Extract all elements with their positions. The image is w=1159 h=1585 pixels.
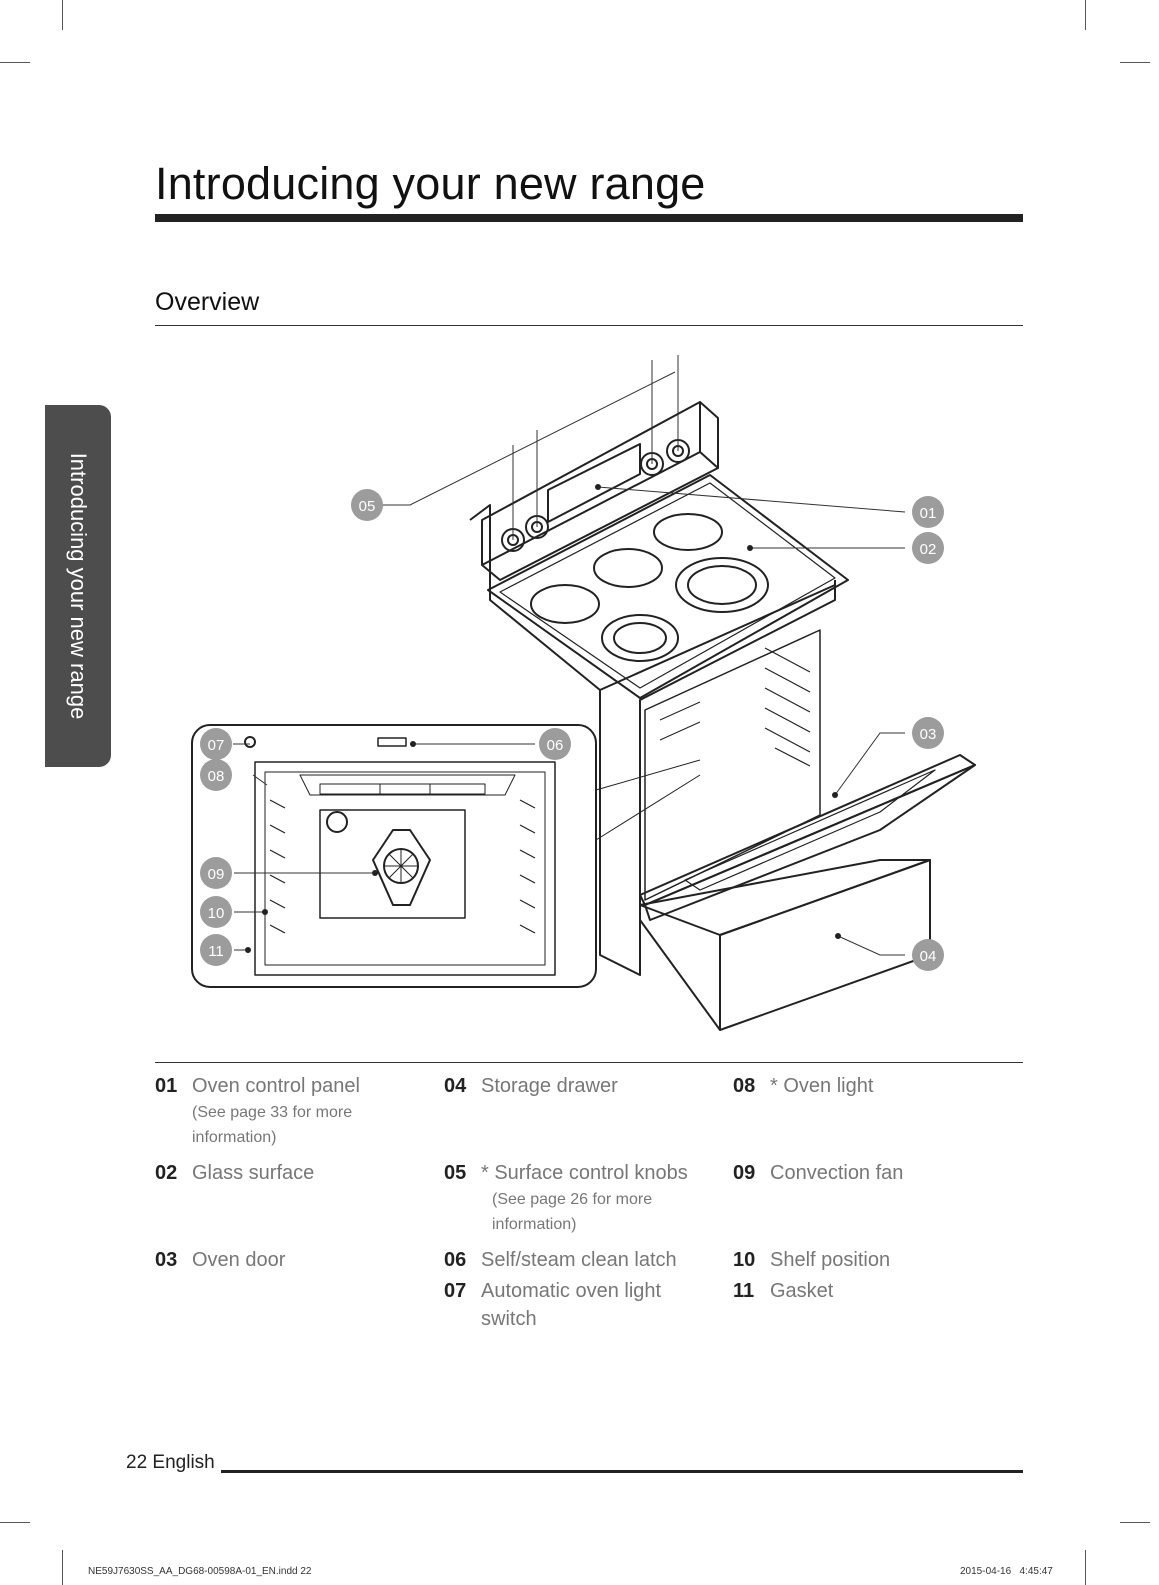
convection-fan-cover [372,829,431,906]
control-display [547,443,641,523]
callout-10-label: 10 [208,905,225,922]
callout-05: 05 [351,489,383,521]
callout-09-label: 09 [208,866,225,883]
legend-label: Glass surface [192,1162,315,1184]
legend-label: * Surface control knobs [481,1162,688,1184]
crop-mark [62,1550,63,1585]
callout-07: 07 [200,728,232,760]
legend-label: Automatic oven light switch [481,1280,662,1330]
crop-mark [0,62,30,63]
oven-interior-inset [191,724,597,988]
callout-11: 11 [200,934,232,966]
clean-latch [377,737,407,747]
callout-09: 09 [200,857,232,889]
callout-02-label: 02 [920,541,937,558]
oven-light-icon [326,811,348,833]
burner-front-left [530,584,600,624]
crop-mark [1120,62,1150,63]
callout-01: 01 [912,496,944,528]
crop-mark [1120,1522,1150,1523]
legend-label: Gasket [770,1280,834,1302]
print-file-slug: NE59J7630SS_AA_DG68-00598A-01_EN.indd 22 [88,1566,312,1577]
legend-label: Oven door [192,1249,286,1271]
legend-label: Self/steam clean latch [481,1249,677,1271]
range-diagram: 01 02 03 04 05 06 07 08 09 10 11 [191,355,976,1031]
callout-03: 03 [912,717,944,749]
footer-rule [221,1470,1023,1473]
legend-label: Shelf position [770,1249,891,1271]
range-front-frame [599,584,836,970]
callout-03-label: 03 [920,726,937,743]
side-tab: Introducing your new range [45,405,111,767]
callout-01-label: 01 [920,505,937,522]
legend-num: 05 [444,1162,467,1184]
print-date-slug: 2015-04-16 4:45:47 [960,1566,1053,1577]
legend-label: Convection fan [770,1162,904,1184]
range-cabinet [469,504,836,976]
burner-rear-left [593,548,663,588]
callout-02: 02 [912,532,944,564]
legend-num: 10 [733,1249,756,1271]
callout-11-label: 11 [208,943,224,960]
backguard [481,401,701,566]
callout-04: 04 [912,939,944,971]
callout-08: 08 [200,759,232,791]
legend-num: 08 [733,1075,756,1097]
storage-drawer [639,859,931,936]
legend-label: Storage drawer [481,1075,618,1097]
callout-06: 06 [539,728,571,760]
glass-cooktop [487,474,849,699]
legend-note: (See page 33 for more information) [192,1104,353,1146]
crop-mark [1085,1550,1086,1585]
legend-label: Oven control panel [192,1075,360,1097]
light-switch-icon [244,736,256,748]
callout-08-label: 08 [208,768,225,785]
page-number: 22 English [126,1452,215,1473]
page-title: Introducing your new range [155,158,706,209]
burner-front-right [675,557,769,613]
section-title: Overview [155,288,260,316]
legend-label: * Oven light [770,1075,874,1097]
legend-rule [155,1062,1023,1063]
legend-num: 01 [155,1075,178,1097]
title-rule [155,214,1023,222]
legend-num: 09 [733,1162,756,1184]
callout-10: 10 [200,896,232,928]
legend-num: 07 [444,1280,467,1302]
callout-06-label: 06 [547,737,564,754]
section-rule [155,325,1023,326]
crop-mark [62,0,63,30]
crop-mark [0,1522,30,1523]
callout-07-label: 07 [208,737,225,754]
callout-04-label: 04 [920,948,937,965]
crop-mark [1085,0,1086,30]
legend-note: (See page 26 for more information) [492,1191,653,1233]
legend-num: 03 [155,1249,178,1271]
legend-num: 04 [444,1075,467,1097]
legend-num: 02 [155,1162,178,1184]
callout-badges: 01 02 03 04 05 06 07 08 09 10 11 [200,489,944,971]
legend-num: 11 [733,1280,755,1302]
burner-center [601,614,679,662]
burner-rear-right [653,513,723,551]
callout-05-label: 05 [359,498,376,515]
legend-num: 06 [444,1249,467,1271]
oven-cavity [644,629,821,901]
